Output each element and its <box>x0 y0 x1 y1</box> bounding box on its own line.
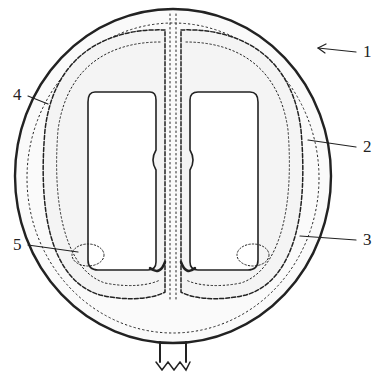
callout-number: 3 <box>362 231 373 248</box>
callout-number: 4 <box>12 86 23 103</box>
callout-number: 1 <box>362 43 373 60</box>
callout-number: 2 <box>362 138 373 155</box>
callout-number: 5 <box>12 236 23 253</box>
